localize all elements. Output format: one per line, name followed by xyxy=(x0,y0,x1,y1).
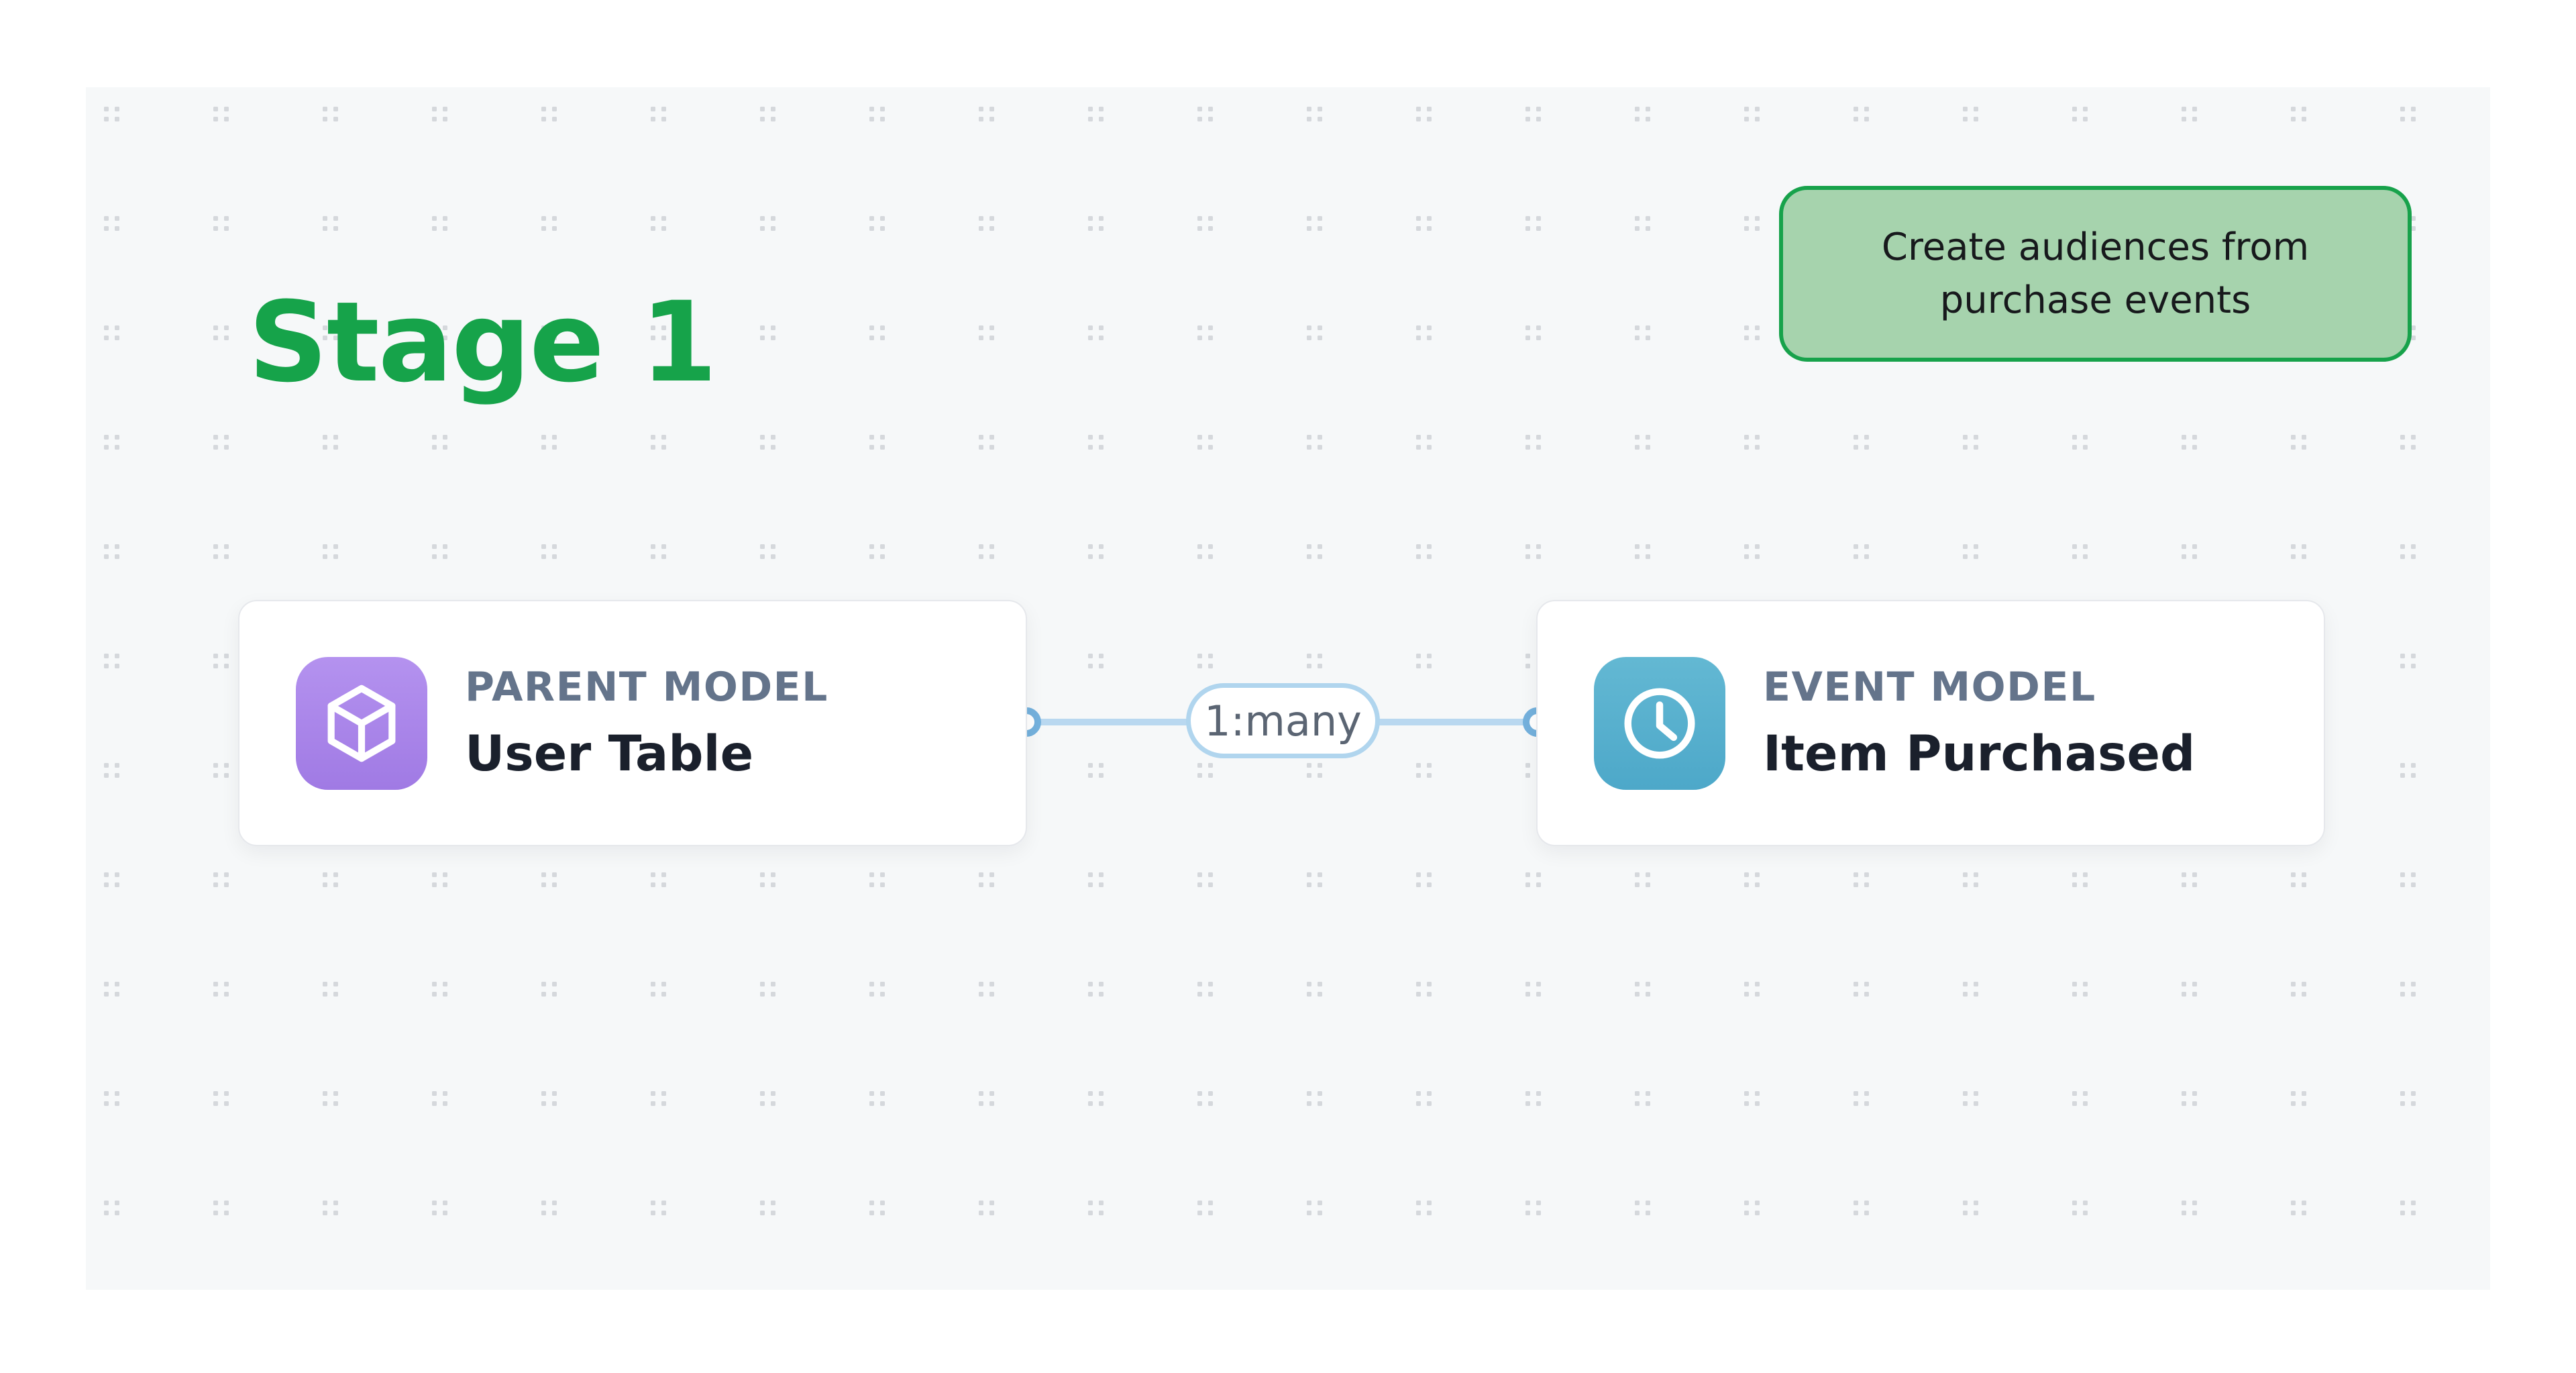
edge-cardinality-label: 1:many xyxy=(1204,696,1362,746)
cube-icon xyxy=(296,656,427,790)
edge-cardinality-pill[interactable]: 1:many xyxy=(1186,683,1380,758)
node-name: Item Purchased xyxy=(1763,725,2196,782)
node-type-label: EVENT MODEL xyxy=(1763,664,2096,711)
node-name: User Table xyxy=(465,725,754,782)
annotation-note[interactable]: Create audiences from purchase events xyxy=(1779,186,2412,362)
node-type-label: PARENT MODEL xyxy=(465,664,828,711)
annotation-note-text: Create audiences from purchase events xyxy=(1881,225,2310,322)
clock-icon xyxy=(1594,656,1725,790)
flow-canvas: Stage 1 Create audiences from purchase e… xyxy=(86,87,2490,1290)
stage-title: Stage 1 xyxy=(248,278,717,407)
node-text-block: EVENT MODEL Item Purchased xyxy=(1763,664,2195,782)
node-parent-model[interactable]: PARENT MODEL User Table xyxy=(238,600,1027,846)
node-event-model[interactable]: EVENT MODEL Item Purchased xyxy=(1536,600,2325,846)
node-text-block: PARENT MODEL User Table xyxy=(465,664,828,782)
